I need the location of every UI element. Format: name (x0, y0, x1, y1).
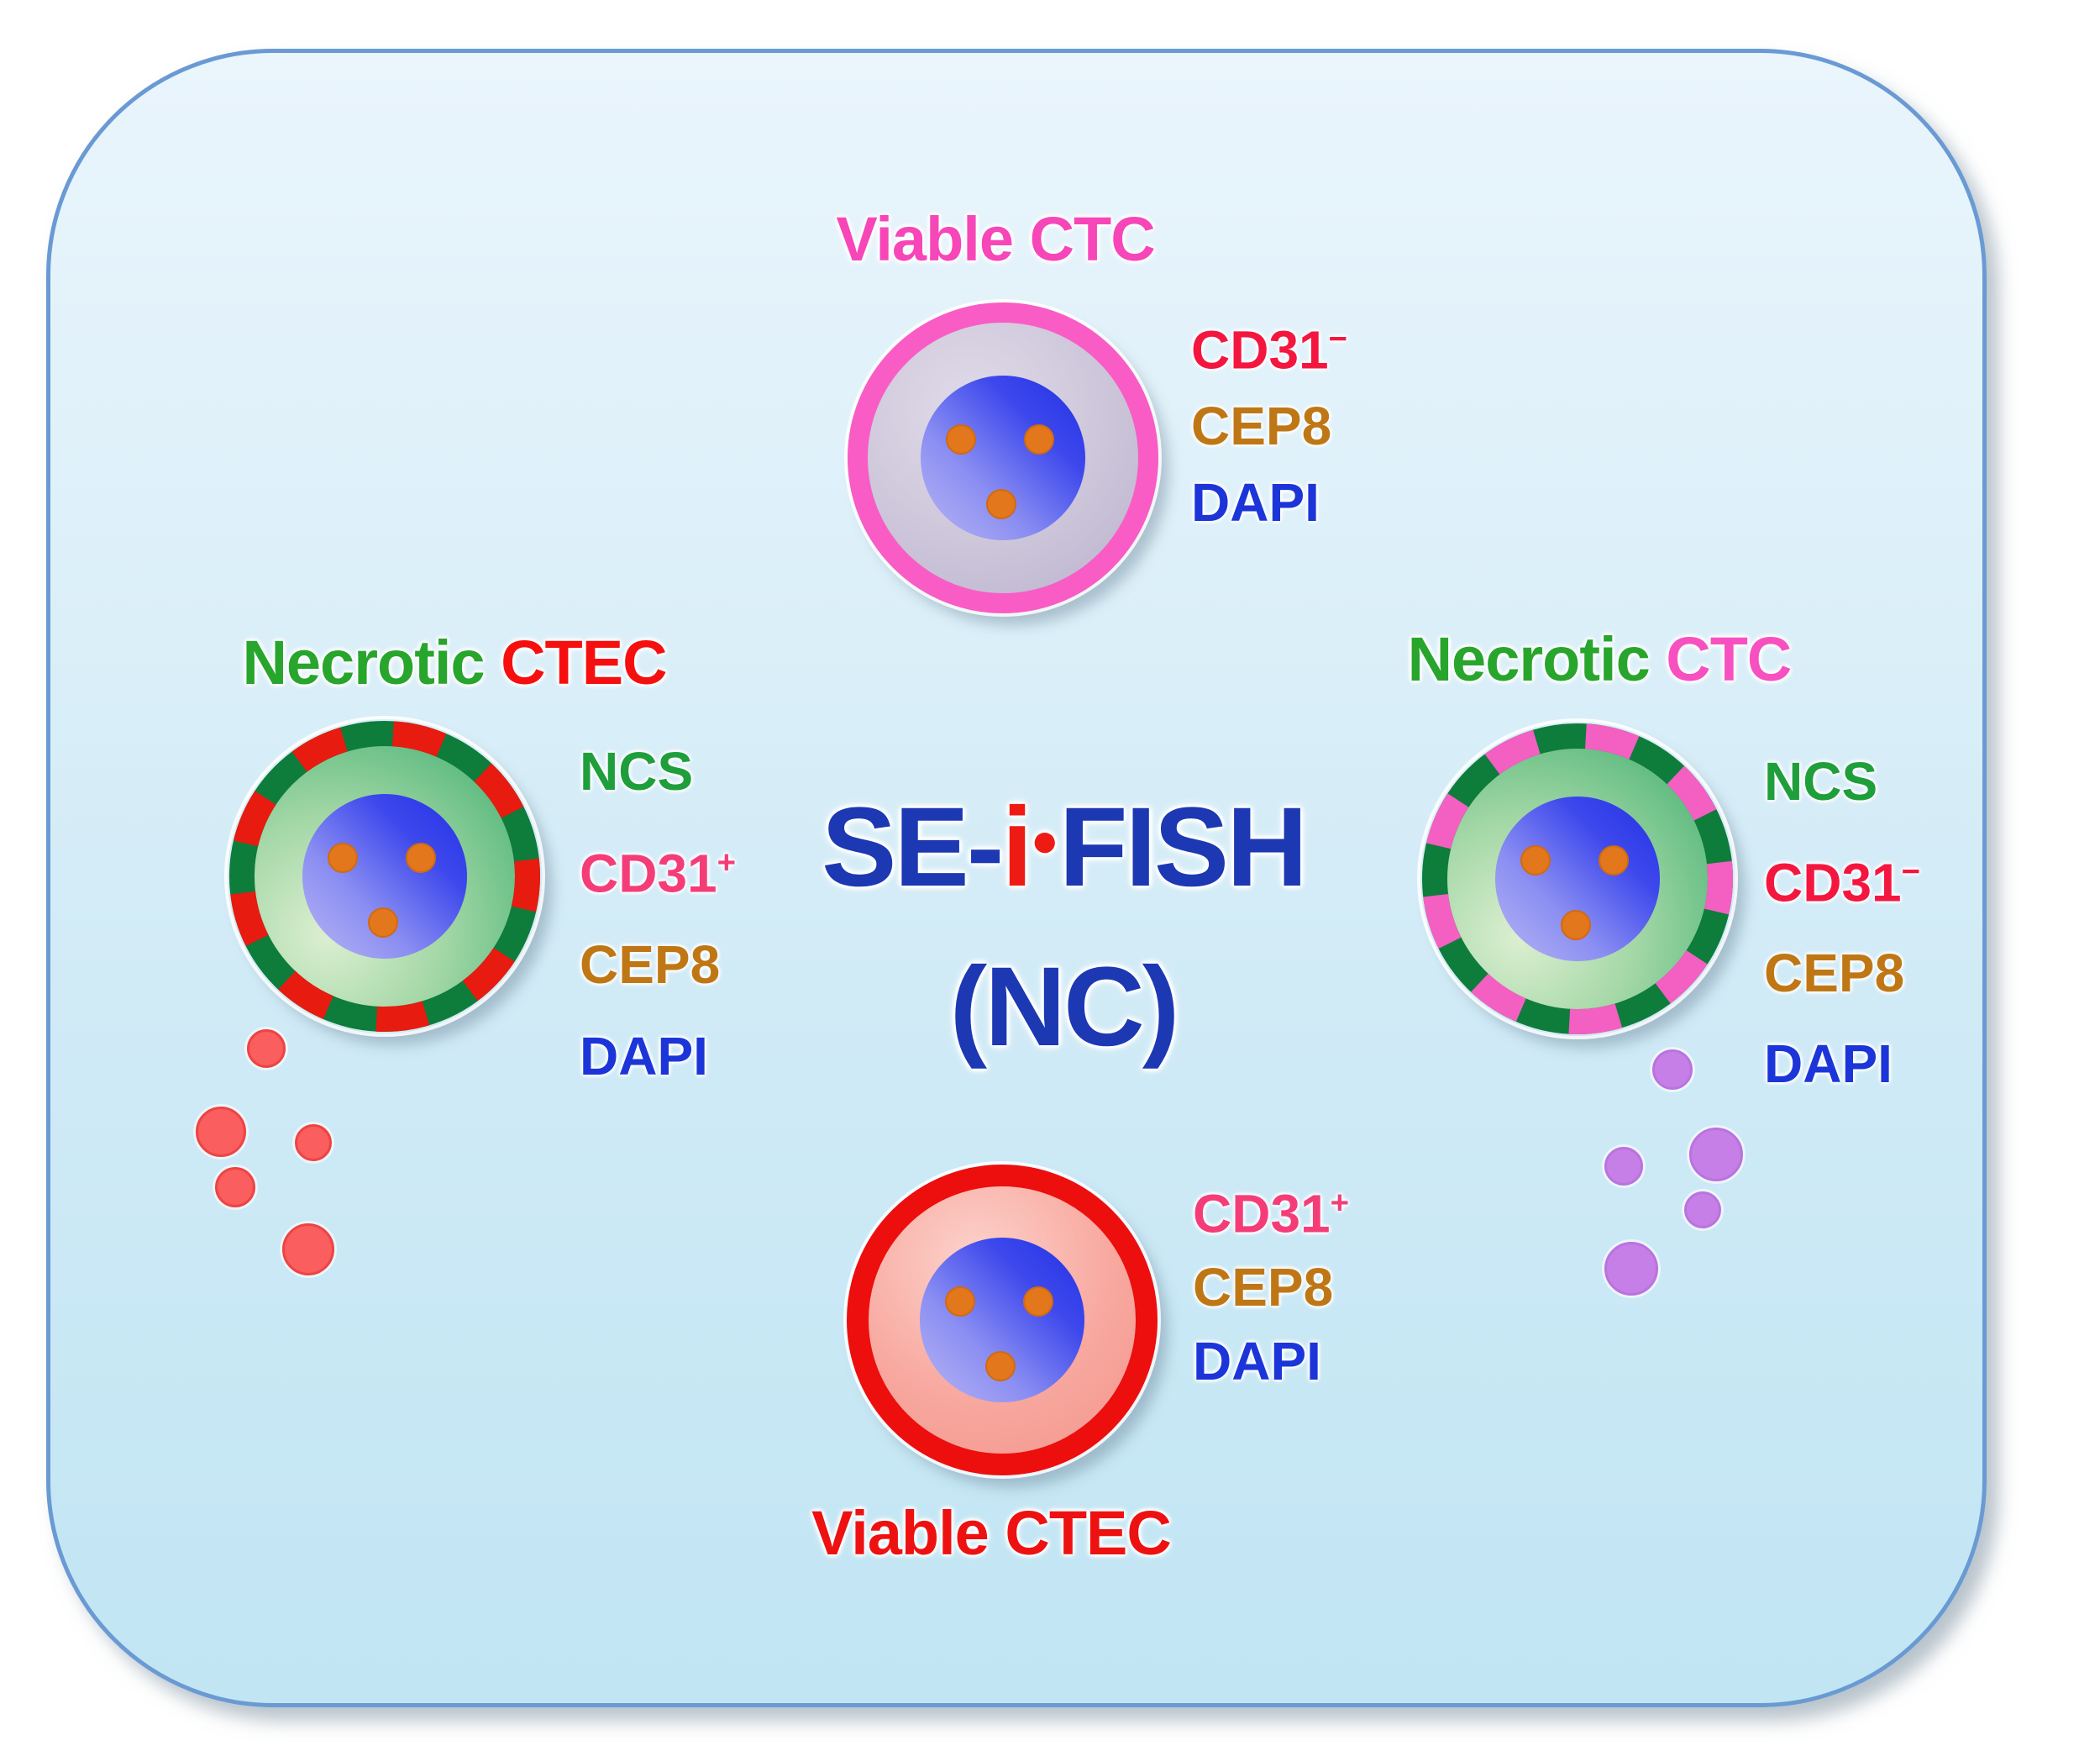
cep8-signal-dot (986, 489, 1016, 519)
marker-cep8: CEP8 (580, 934, 721, 996)
necrosis-fragment-dot (196, 1107, 246, 1157)
marker-dapi: DAPI (1191, 472, 1320, 534)
cep8-signal-dot (985, 1351, 1016, 1381)
viable-ctc-cell (848, 302, 1158, 613)
nc-subtitle: (NC) (949, 944, 1180, 1070)
nucleus (1495, 797, 1660, 961)
necrotic-ctc-markers: NCS CD31− CEP8 DAPI (1764, 755, 1920, 1128)
marker-dapi: DAPI (1193, 1331, 1321, 1392)
necrosis-fragment-dot (247, 1029, 286, 1068)
marker-cep8: CEP8 (1193, 1257, 1334, 1318)
nucleus (920, 1238, 1084, 1402)
viable-ctc-markers: CD31− CEP8 DAPI (1191, 313, 1347, 552)
viable-ctec-cell (847, 1165, 1158, 1475)
cep8-signal-dot (1023, 1286, 1053, 1317)
se-ifish-blue-2: FISH (1058, 785, 1308, 910)
cep8-signal-dot (406, 843, 436, 873)
nucleus (921, 376, 1085, 540)
necrosis-fragment-dot (1689, 1128, 1743, 1181)
viable-ctec-title: Viable CTEC (811, 1498, 1172, 1568)
cep8-signal-dot (945, 1286, 975, 1317)
necrosis-fragment-dot (1604, 1147, 1643, 1186)
marker-dapi: DAPI (1764, 1033, 1893, 1095)
nucleus (302, 794, 467, 959)
necrotic-ctec-title: Necrotic CTEC (242, 628, 667, 697)
necrotic-ctec-cell (228, 719, 542, 1033)
marker-ncs: NCS (1764, 751, 1878, 812)
necrotic-ctc-cell (1420, 722, 1735, 1036)
se-ifish-red-dot-icon: ● (1030, 813, 1059, 867)
cep8-signal-dot (1024, 424, 1054, 455)
cep8-signal-dot (368, 907, 398, 938)
necrosis-fragment-dot (215, 1167, 255, 1207)
necrosis-fragment-dot (295, 1124, 332, 1161)
necrosis-fragment-dot (1604, 1242, 1658, 1296)
marker-cd31-pos: CD31+ (1193, 1183, 1350, 1244)
necrotic-ctec-markers: NCS CD31+ CEP8 DAPI (580, 744, 736, 1121)
viable-ctc-title: Viable CTC (836, 208, 1155, 271)
se-ifish-blue-1: SE- (822, 785, 1004, 910)
necrosis-fragment-dot (1652, 1049, 1693, 1090)
cep8-signal-dot (946, 424, 976, 455)
cep8-signal-dot (328, 843, 358, 873)
marker-cd31-neg: CD31− (1191, 319, 1348, 381)
marker-dapi: DAPI (580, 1026, 708, 1087)
cep8-signal-dot (1520, 845, 1551, 876)
viable-ctc-title-text: Viable CTC (836, 204, 1155, 274)
cep8-signal-dot (1599, 845, 1629, 876)
marker-cd31-neg: CD31− (1764, 852, 1921, 913)
cep8-signal-dot (1561, 910, 1591, 940)
marker-cep8: CEP8 (1191, 396, 1332, 457)
necrotic-ctc-title: Necrotic CTC (1407, 624, 1793, 694)
necrosis-fragment-dot (282, 1223, 334, 1275)
necrosis-fragment-dot (1684, 1191, 1721, 1228)
marker-cd31-pos: CD31+ (580, 843, 737, 904)
viable-ctec-markers: CD31+ CEP8 DAPI (1193, 1176, 1349, 1408)
marker-cep8: CEP8 (1764, 943, 1905, 1004)
se-ifish-title: SE-i●FISH (822, 791, 1308, 904)
marker-ncs: NCS (580, 741, 694, 802)
se-ifish-red-i: i (1001, 785, 1032, 910)
